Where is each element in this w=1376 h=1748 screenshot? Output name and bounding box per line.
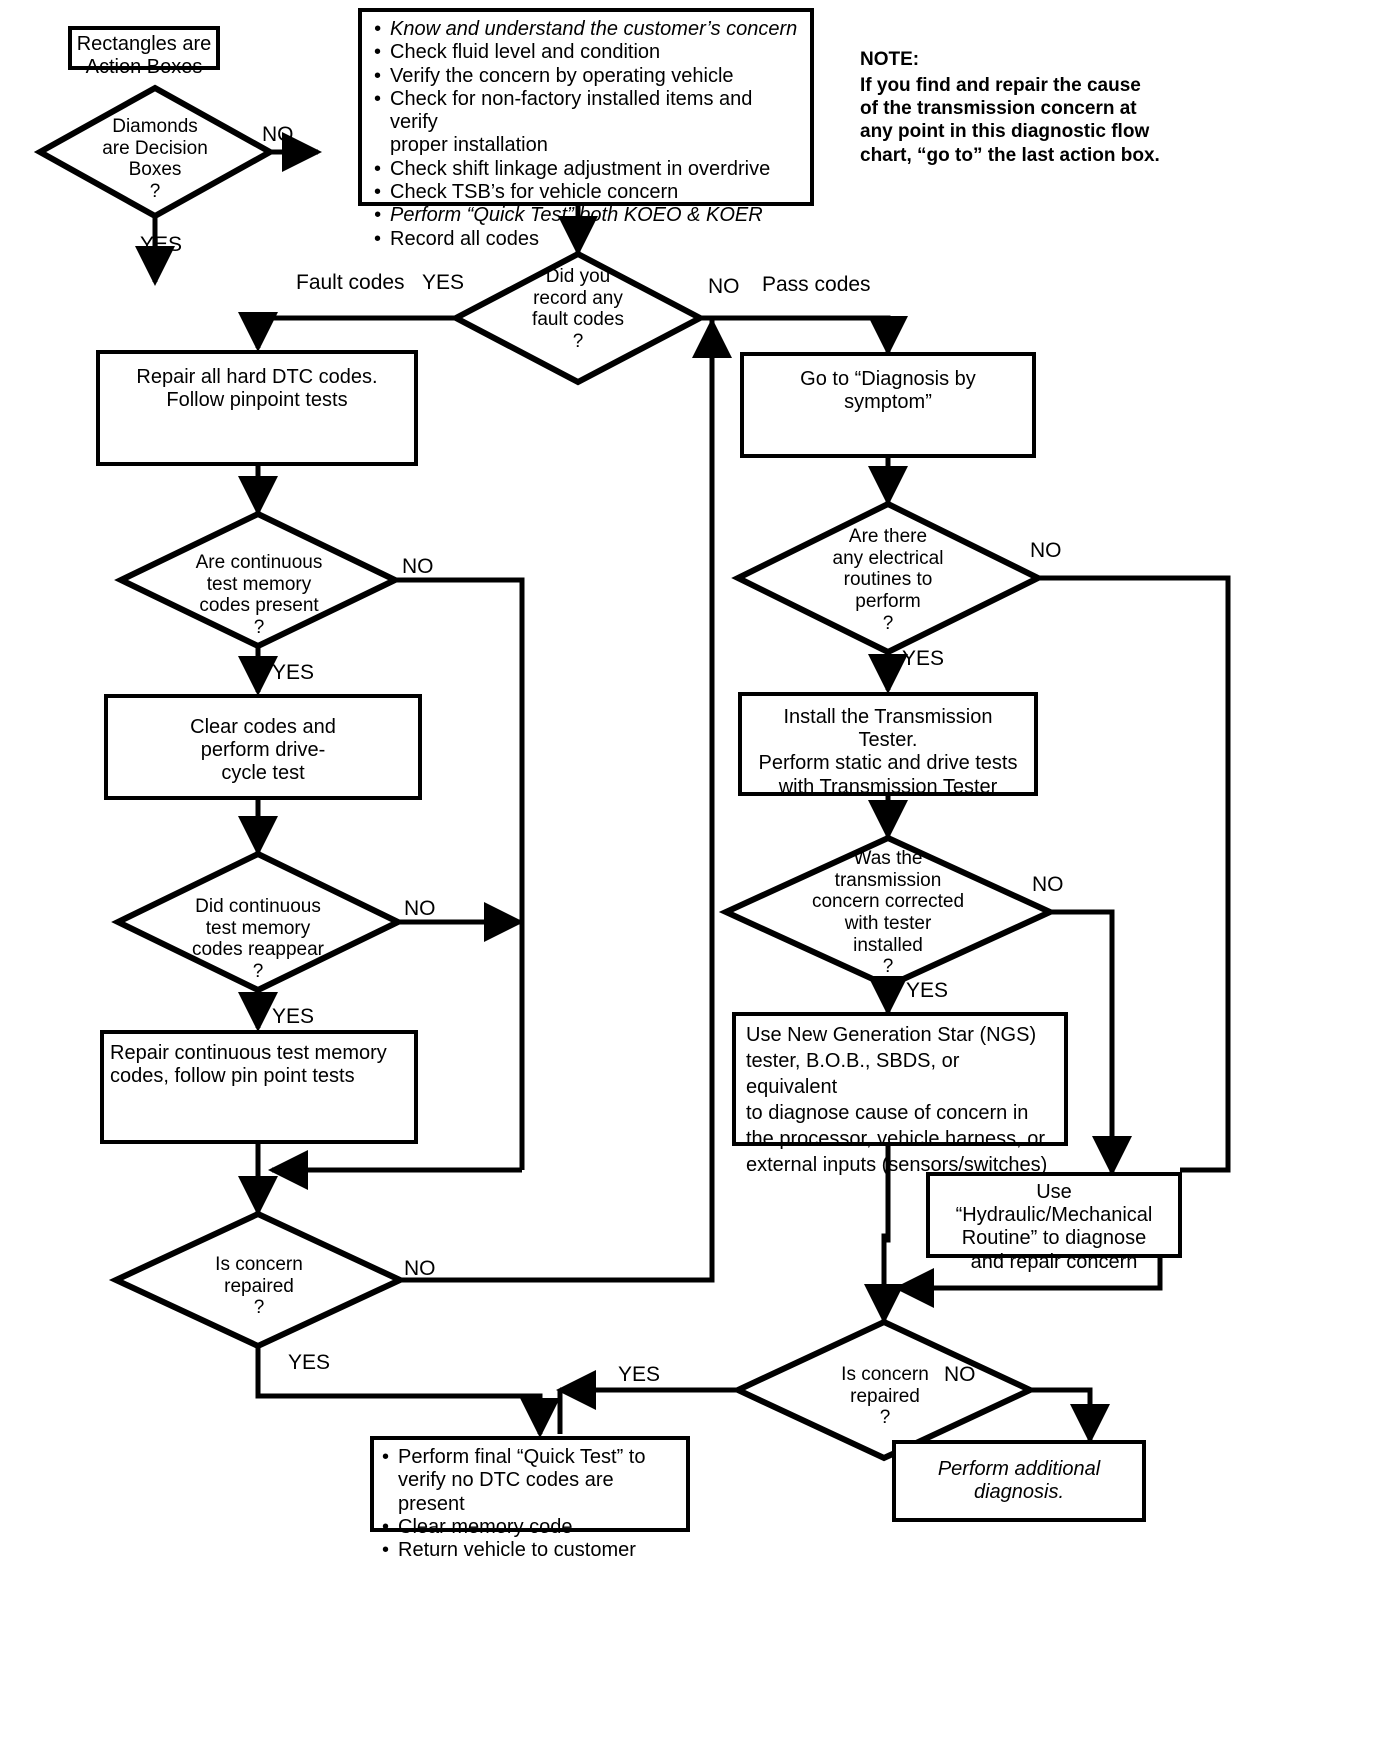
edge-pass-codes: Pass codes (762, 273, 871, 296)
edge-yes-record-fault: YES (422, 271, 465, 294)
final-quick-test-list: Perform final “Quick Test” to verify no … (380, 1446, 680, 1563)
action-install-tester: Install the Transmission Tester. Perform… (738, 692, 1038, 798)
decision-concern-repaired-bottom-label: Is concern repaired ? (841, 1364, 929, 1429)
edge-no-corrected-with-tester: NO (1032, 873, 1064, 896)
action-use-ngs: Use New Generation Star (NGS) tester, B.… (732, 1012, 1068, 1176)
list-item: proper installation (390, 134, 548, 157)
action-repair-hard-dtc: Repair all hard DTC codes. Follow pinpoi… (96, 350, 418, 466)
preliminary-checks-list: Know and understand the customer’s conce… (372, 18, 802, 251)
action-clear-codes-text: Clear codes and perform drive- cycle tes… (190, 716, 336, 785)
list-item: Check fluid level and condition (372, 41, 802, 65)
action-repair-continuous: Repair continuous test memory codes, fol… (100, 1030, 418, 1144)
diamond-record-fault-codes (449, 250, 707, 386)
action-install-tester-text: Install the Transmission Tester. Perform… (758, 706, 1018, 798)
edge-yes-concern-repaired-left: YES (288, 1351, 331, 1374)
action-preliminary-checks: Know and understand the customer’s conce… (358, 8, 814, 251)
note-title: NOTE: (860, 49, 920, 70)
list-item: Check TSB’s for vehicle concern (372, 181, 802, 205)
decision-record-fault-codes-label: Did you record any fault codes ? (532, 266, 624, 352)
edge-yes-continuous-reappear: YES (272, 1005, 315, 1028)
legend-no-label: NO (262, 123, 294, 146)
edge-no-concern-repaired-bottom: NO (944, 1363, 976, 1386)
action-perform-additional-diagnosis: Perform additional diagnosis. (892, 1440, 1146, 1522)
decision-electrical-routines-label: Are there any electrical routines to per… (832, 526, 944, 634)
action-diagnosis-by-symptom-text: Go to “Diagnosis by symptom” (800, 368, 976, 414)
decision-continuous-present-label: Are continuous test memory codes present… (195, 552, 323, 638)
action-repair-continuous-text: Repair continuous test memory codes, fol… (110, 1042, 387, 1088)
action-perform-additional-diagnosis-text: Perform additional diagnosis. (937, 1458, 1101, 1504)
edge-no-electrical-routines: NO (1030, 539, 1062, 562)
action-clear-codes: Clear codes and perform drive- cycle tes… (104, 694, 422, 800)
list-item: Record all codes (372, 228, 802, 252)
action-hydraulic-routine-text: Use “Hydraulic/Mechanical Routine” to di… (955, 1181, 1153, 1273)
edge-yes-corrected-with-tester: YES (906, 979, 949, 1002)
legend-action-box: Rectangles are Action Boxes (68, 26, 220, 78)
action-diagnosis-by-symptom: Go to “Diagnosis by symptom” (740, 352, 1036, 458)
edge-no-continuous-present: NO (402, 555, 434, 578)
edge-yes-electrical-routines: YES (902, 647, 945, 670)
decision-continuous-reappear-label: Did continuous test memory codes reappea… (191, 896, 325, 982)
legend-action-box-label: Rectangles are Action Boxes (76, 33, 212, 78)
decision-corrected-with-tester-label: Was the transmission concern corrected w… (811, 848, 965, 978)
list-item: Know and understand the customer’s conce… (372, 18, 802, 42)
edge-no-continuous-reappear: NO (404, 897, 436, 920)
edge-no-concern-repaired-left: NO (404, 1257, 436, 1280)
legend-yes-label: YES (140, 233, 183, 256)
edge-yes-concern-repaired-bottom: YES (618, 1363, 661, 1386)
list-item: Perform “Quick Test” both KOEO & KOER (372, 204, 802, 228)
list-item: Check shift linkage adjustment in overdr… (372, 158, 802, 182)
decision-concern-repaired-left-label: Is concern repaired ? (215, 1254, 303, 1319)
list-item: verify no DTC codes are present (398, 1469, 614, 1515)
edge-no-record-fault: NO (708, 275, 740, 298)
action-use-ngs-text: Use New Generation Star (NGS) tester, B.… (746, 1024, 1048, 1176)
note-body: If you find and repair the cause of the … (860, 75, 1160, 166)
list-item: Verify the concern by operating vehicle (372, 65, 802, 89)
list-item: Check for non-factory installed items an… (372, 88, 802, 135)
list-item: Perform final “Quick Test” to (380, 1446, 680, 1470)
action-repair-hard-dtc-text: Repair all hard DTC codes. Follow pinpoi… (136, 366, 378, 412)
list-item: Clear memory code (380, 1516, 680, 1540)
list-item: Return vehicle to customer (380, 1539, 680, 1563)
action-final-quick-test: Perform final “Quick Test” to verify no … (370, 1436, 690, 1563)
edge-yes-continuous-present: YES (272, 661, 315, 684)
legend-decision-label: Diamonds are Decision Boxes ? (102, 116, 208, 202)
edge-fault-codes: Fault codes (296, 271, 405, 294)
diamond-concern-repaired-bottom (730, 1318, 1038, 1462)
action-hydraulic-routine: Use “Hydraulic/Mechanical Routine” to di… (926, 1172, 1182, 1273)
